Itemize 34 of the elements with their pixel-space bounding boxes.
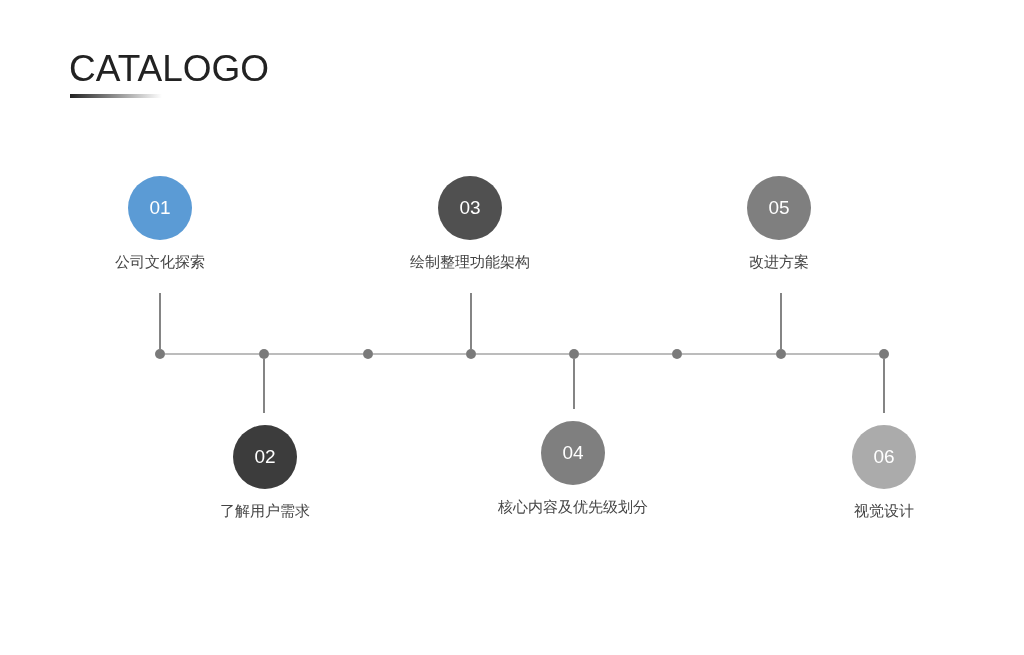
timeline-line [681,353,777,355]
step-circle: 04 [541,421,605,485]
timeline-line [578,353,673,355]
step-label: 公司文化探索 [115,253,205,272]
timeline-line [785,353,880,355]
timeline-dot [155,349,165,359]
title: CATALOGO [69,49,270,89]
timeline-dot [259,349,269,359]
timeline-line [475,353,570,355]
connector-line [573,358,575,410]
timeline-line [268,353,364,355]
timeline-dot [776,349,786,359]
step-circle: 01 [128,176,192,240]
step-label: 核心内容及优先级划分 [498,498,648,517]
step-label: 改进方案 [749,253,809,272]
connector-line [470,292,472,350]
connector-line [883,358,885,414]
timeline-dot [569,349,579,359]
timeline-dot [466,349,476,359]
step-label: 视觉设计 [854,502,914,521]
connector-line [159,292,161,350]
step-label: 绘制整理功能架构 [410,253,530,272]
connector-line [263,358,265,414]
timeline-dot [363,349,373,359]
step-circle: 05 [747,176,811,240]
step-circle: 03 [438,176,502,240]
step-label: 了解用户需求 [220,502,310,521]
timeline-dot [879,349,889,359]
timeline-line [372,353,467,355]
connector-line [780,292,782,350]
step-circle: 06 [852,425,916,489]
timeline-line [164,353,260,355]
timeline-dot [672,349,682,359]
step-circle: 02 [233,425,297,489]
